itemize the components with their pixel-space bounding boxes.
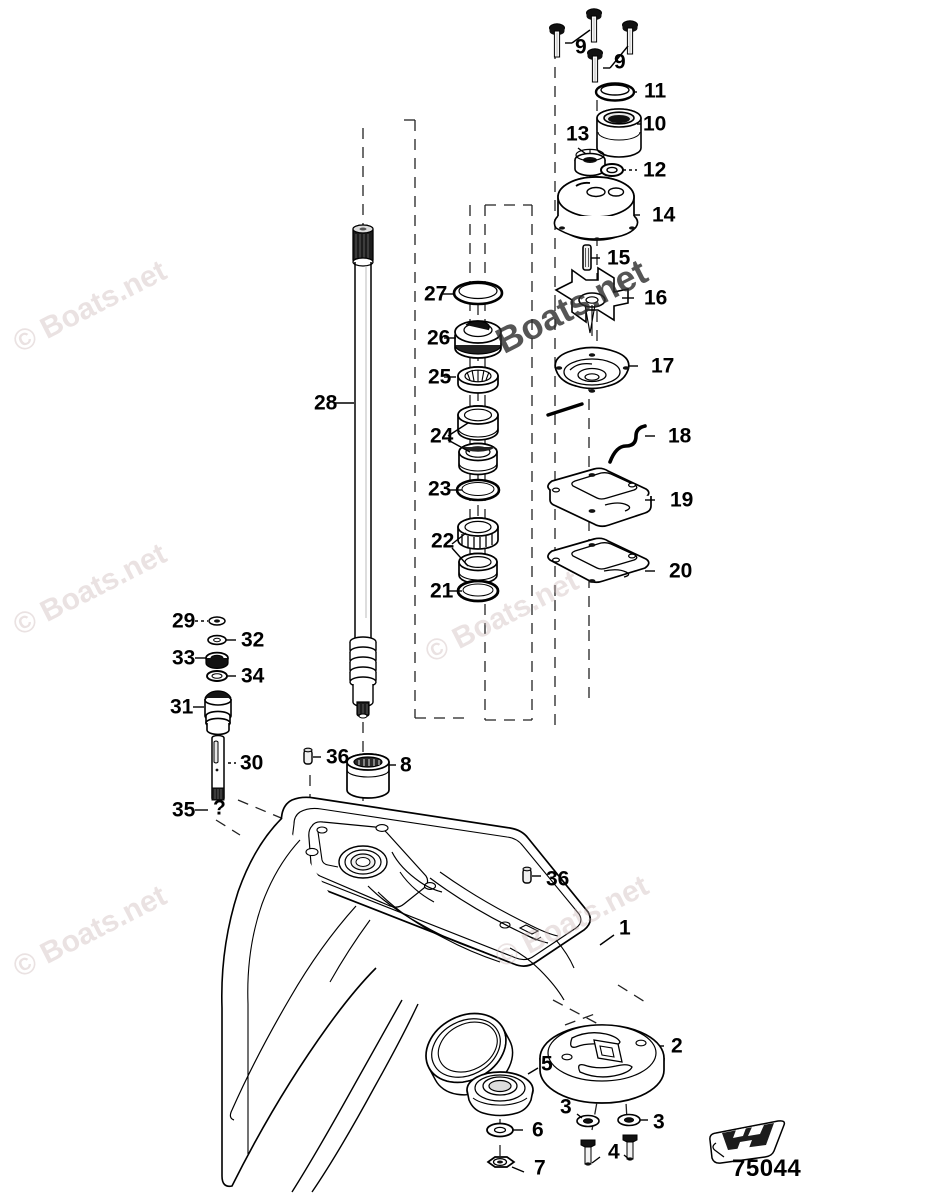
callout-gasket-20[interactable]: 20 [669, 559, 693, 583]
callout-retainer-ring-27[interactable]: 27 [424, 282, 448, 306]
callout-o-ring-11[interactable]: 11 [644, 79, 667, 103]
callout-water-pump-housing-14[interactable]: 14 [652, 203, 676, 227]
callout-impeller-key-15[interactable]: 15 [607, 246, 631, 270]
callout-bearing-assembly-22[interactable]: 22 [431, 529, 455, 553]
callout-dowel-pin-36a[interactable]: 36 [326, 745, 350, 769]
callout-washer-32[interactable]: 32 [241, 628, 265, 652]
callout-unknown-marker-35q[interactable]: ? [213, 796, 226, 820]
callout-nut-7[interactable]: 7 [534, 1156, 546, 1180]
callout-thrust-washer-25[interactable]: 25 [428, 365, 452, 389]
callout-dowel-pin-36b[interactable]: 36 [546, 867, 570, 891]
callout-needle-bearing-8[interactable]: 8 [400, 753, 412, 777]
callout-o-ring-34[interactable]: 34 [241, 664, 265, 688]
callout-gearcase-housing-1[interactable]: 1 [619, 916, 631, 940]
callout-shift-shaft-30[interactable]: 30 [240, 751, 264, 775]
callout-washer-6[interactable]: 6 [532, 1118, 544, 1142]
callout-bushing-33[interactable]: 33 [172, 646, 196, 670]
callout-face-plate-17[interactable]: 17 [651, 354, 675, 378]
callout-drive-shaft-28[interactable]: 28 [314, 391, 338, 415]
callout-washer-12[interactable]: 12 [643, 158, 667, 182]
callout-shift-shaft-bushing-31[interactable]: 31 [170, 695, 194, 719]
diagram-number: 75044 [732, 1155, 802, 1182]
callout-bearing-carrier-5[interactable]: 5 [541, 1052, 553, 1076]
callout-retaining-ring-23[interactable]: 23 [428, 477, 452, 501]
callout-impeller-16[interactable]: 16 [644, 286, 668, 310]
callout-washer-3a[interactable]: 3 [653, 1110, 665, 1134]
callout-shift-shaft-pin-35[interactable]: 35 [172, 798, 196, 822]
callout-oil-seal-26[interactable]: 26 [427, 326, 451, 350]
callout-screw-9b[interactable]: 9 [614, 50, 626, 74]
callout-screw-9a[interactable]: 9 [575, 35, 587, 59]
callout-water-pump-base-19[interactable]: 19 [670, 488, 694, 512]
callout-seal-13[interactable]: 13 [566, 122, 590, 146]
callout-tapered-bearing-24[interactable]: 24 [430, 424, 454, 448]
callout-washer-3b[interactable]: 3 [560, 1095, 572, 1119]
callout-water-tube-18[interactable]: 18 [668, 424, 692, 448]
callout-oil-seal-carrier-10[interactable]: 10 [643, 112, 667, 136]
boat-icon [709, 1120, 786, 1164]
callout-cover-plate-2[interactable]: 2 [671, 1034, 683, 1058]
callout-e-clip-29[interactable]: 29 [172, 609, 196, 633]
callout-screw-4[interactable]: 4 [608, 1140, 620, 1164]
callout-o-ring-21[interactable]: 21 [430, 579, 454, 603]
